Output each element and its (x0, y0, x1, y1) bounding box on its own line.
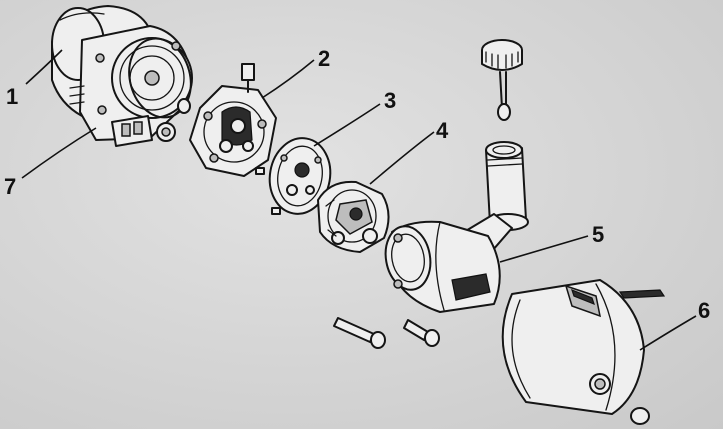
retaining-clip (618, 289, 666, 299)
leader-6 (639, 315, 697, 351)
dowel-pins (255, 167, 281, 215)
callout-6: 6 (698, 298, 710, 323)
part-7-electrical-connector (111, 115, 176, 147)
part-5-pump-body (384, 141, 529, 313)
part-6-protective-cover (501, 279, 645, 415)
part-3-pressure-plate (268, 137, 332, 215)
leader-3 (313, 103, 381, 147)
leader-4 (369, 131, 435, 185)
part-2-end-cover (189, 63, 277, 177)
part-4-rotor-cam-ring (317, 180, 390, 253)
leader-lines (21, 49, 697, 351)
leader-5 (499, 235, 589, 263)
leader-2 (261, 59, 315, 99)
reservoir-cap-dipstick (481, 39, 523, 121)
shaft-seal (177, 98, 191, 114)
callout-numbers: 1 2 3 4 5 6 7 (4, 46, 710, 323)
callout-5: 5 (592, 222, 604, 247)
part-1-motor-assembly (51, 5, 193, 141)
drain-plug (630, 407, 650, 425)
leader-1 (25, 49, 63, 85)
callout-1: 1 (6, 84, 18, 109)
callout-4: 4 (436, 118, 449, 143)
callout-2: 2 (318, 46, 330, 71)
mounting-bolts (333, 317, 440, 349)
callout-3: 3 (384, 88, 396, 113)
leader-7 (21, 127, 97, 179)
callout-7: 7 (4, 174, 16, 199)
